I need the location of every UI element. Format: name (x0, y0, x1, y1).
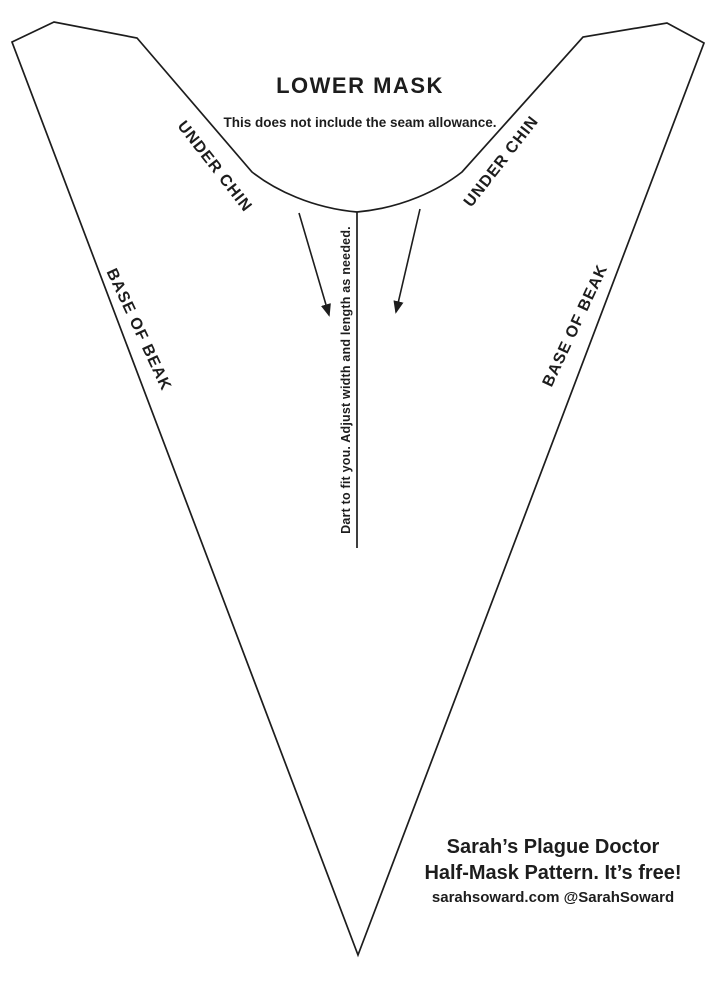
dart-arrow-left (298, 212, 331, 317)
label-dart-note: Dart to fit you. Adjust width and length… (339, 226, 353, 534)
page-title: LOWER MASK (276, 73, 444, 98)
credits-block: Sarah’s Plague Doctor Half-Mask Pattern.… (393, 834, 713, 908)
dart-arrow-right (393, 208, 421, 314)
mask-outline-path (10, 21, 706, 958)
credits-line1: Sarah’s Plague Doctor (446, 836, 660, 858)
credits-line2: Half-Mask Pattern. It’s free! (424, 862, 682, 884)
page-subtitle: This does not include the seam allowance… (223, 115, 497, 130)
credits-url: sarahsoward.com @SarahSoward (431, 889, 675, 906)
